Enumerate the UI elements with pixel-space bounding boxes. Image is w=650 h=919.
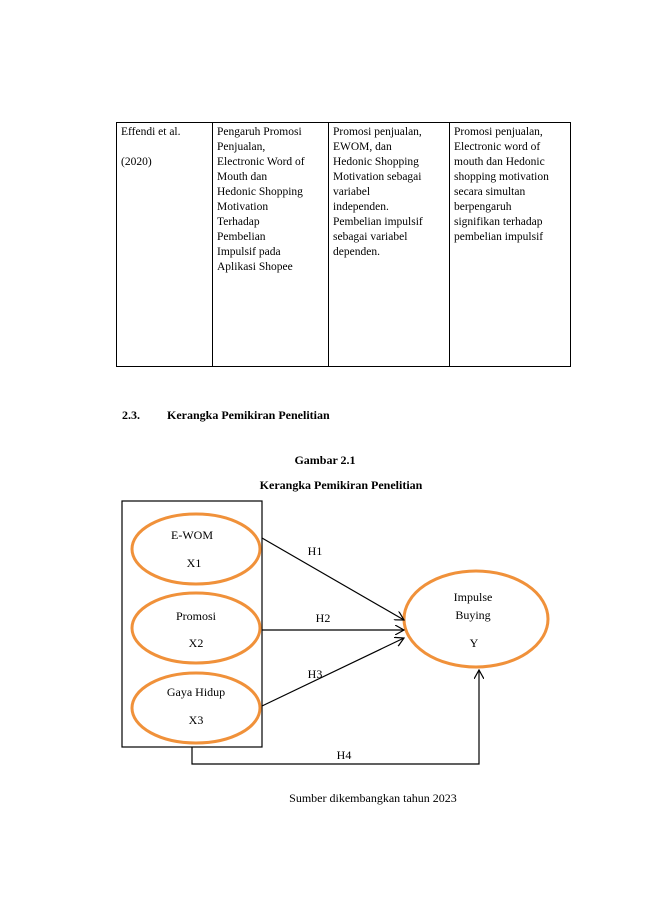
result-line: berpengaruh xyxy=(454,201,512,213)
title-line: Pengaruh Promosi xyxy=(217,126,302,138)
literature-table: Effendi et al. (2020) Pengaruh Promosi P… xyxy=(116,122,571,367)
ewom-label: E-WOM xyxy=(171,528,213,542)
author-line: Effendi et al. xyxy=(121,126,181,138)
h3-arrow xyxy=(261,638,404,707)
gaya-hidup-label: Gaya Hidup xyxy=(167,685,225,699)
h1-label: H1 xyxy=(308,544,323,558)
title-line: Hedonic Shopping xyxy=(217,186,303,198)
result-line: Electronic word of xyxy=(454,141,541,153)
title-line: Terhadap xyxy=(217,216,260,228)
x1-label: X1 xyxy=(187,556,202,570)
title-line: Pembelian xyxy=(217,231,266,243)
title-line: Impulsif pada xyxy=(217,246,281,258)
promosi-ellipse xyxy=(130,591,262,665)
title-line: Mouth dan xyxy=(217,171,268,183)
result-line: mouth dan Hedonic xyxy=(454,156,545,168)
source-note: Sumber dikembangkan tahun 2023 xyxy=(289,791,457,805)
figure-title: Kerangka Pemikiran Penelitian xyxy=(259,478,423,492)
variable-line: dependen. xyxy=(333,246,380,258)
variable-line: Pembelian impulsif xyxy=(333,216,423,228)
figure-number: Gambar 2.1 xyxy=(294,453,356,467)
title-line: Aplikasi Shopee xyxy=(217,261,293,273)
table-row: Effendi et al. (2020) Pengaruh Promosi P… xyxy=(116,122,571,367)
result-line: Promosi penjualan, xyxy=(454,126,543,138)
gaya-hidup-ellipse xyxy=(130,671,262,745)
result-line: secara simultan xyxy=(454,186,526,198)
title-line: Electronic Word of xyxy=(217,156,305,168)
variable-line: Hedonic Shopping xyxy=(333,156,419,168)
variable-line: EWOM, dan xyxy=(333,141,392,153)
section-title: Kerangka Pemikiran Penelitian xyxy=(167,408,330,422)
h3-label: H3 xyxy=(308,667,323,681)
ewom-ellipse xyxy=(130,512,262,586)
promosi-label: Promosi xyxy=(176,609,217,623)
variable-cell: Promosi penjualan, EWOM, dan Hedonic Sho… xyxy=(328,122,450,367)
buying-label: Buying xyxy=(455,608,490,622)
result-line: signifikan terhadap xyxy=(454,216,543,228)
variable-line: Promosi penjualan, xyxy=(333,126,422,138)
h4-arrow xyxy=(191,670,479,765)
title-line: Penjualan, xyxy=(217,141,266,153)
result-cell: Promosi penjualan, Electronic word of mo… xyxy=(449,122,571,367)
h4-label: H4 xyxy=(337,748,352,762)
variable-line: Motivation sebagai xyxy=(333,171,422,183)
result-line: shopping motivation xyxy=(454,171,549,183)
variable-line: variabel xyxy=(333,186,371,198)
h2-label: H2 xyxy=(316,611,331,625)
impulse-label: Impulse xyxy=(454,590,493,604)
variable-line: independen. xyxy=(333,201,389,213)
result-line: pembelian impulsif xyxy=(454,231,544,243)
title-line: Motivation xyxy=(217,201,269,213)
h1-arrow xyxy=(261,537,404,620)
variable-line: sebagai variabel xyxy=(333,231,408,243)
section-number: 2.3. xyxy=(122,408,140,422)
x2-label: X2 xyxy=(189,636,204,650)
author-cell: Effendi et al. (2020) xyxy=(116,122,213,367)
title-cell: Pengaruh Promosi Penjualan, Electronic W… xyxy=(212,122,329,367)
year-line: (2020) xyxy=(121,156,152,168)
y-label: Y xyxy=(470,636,479,650)
x3-label: X3 xyxy=(189,713,204,727)
